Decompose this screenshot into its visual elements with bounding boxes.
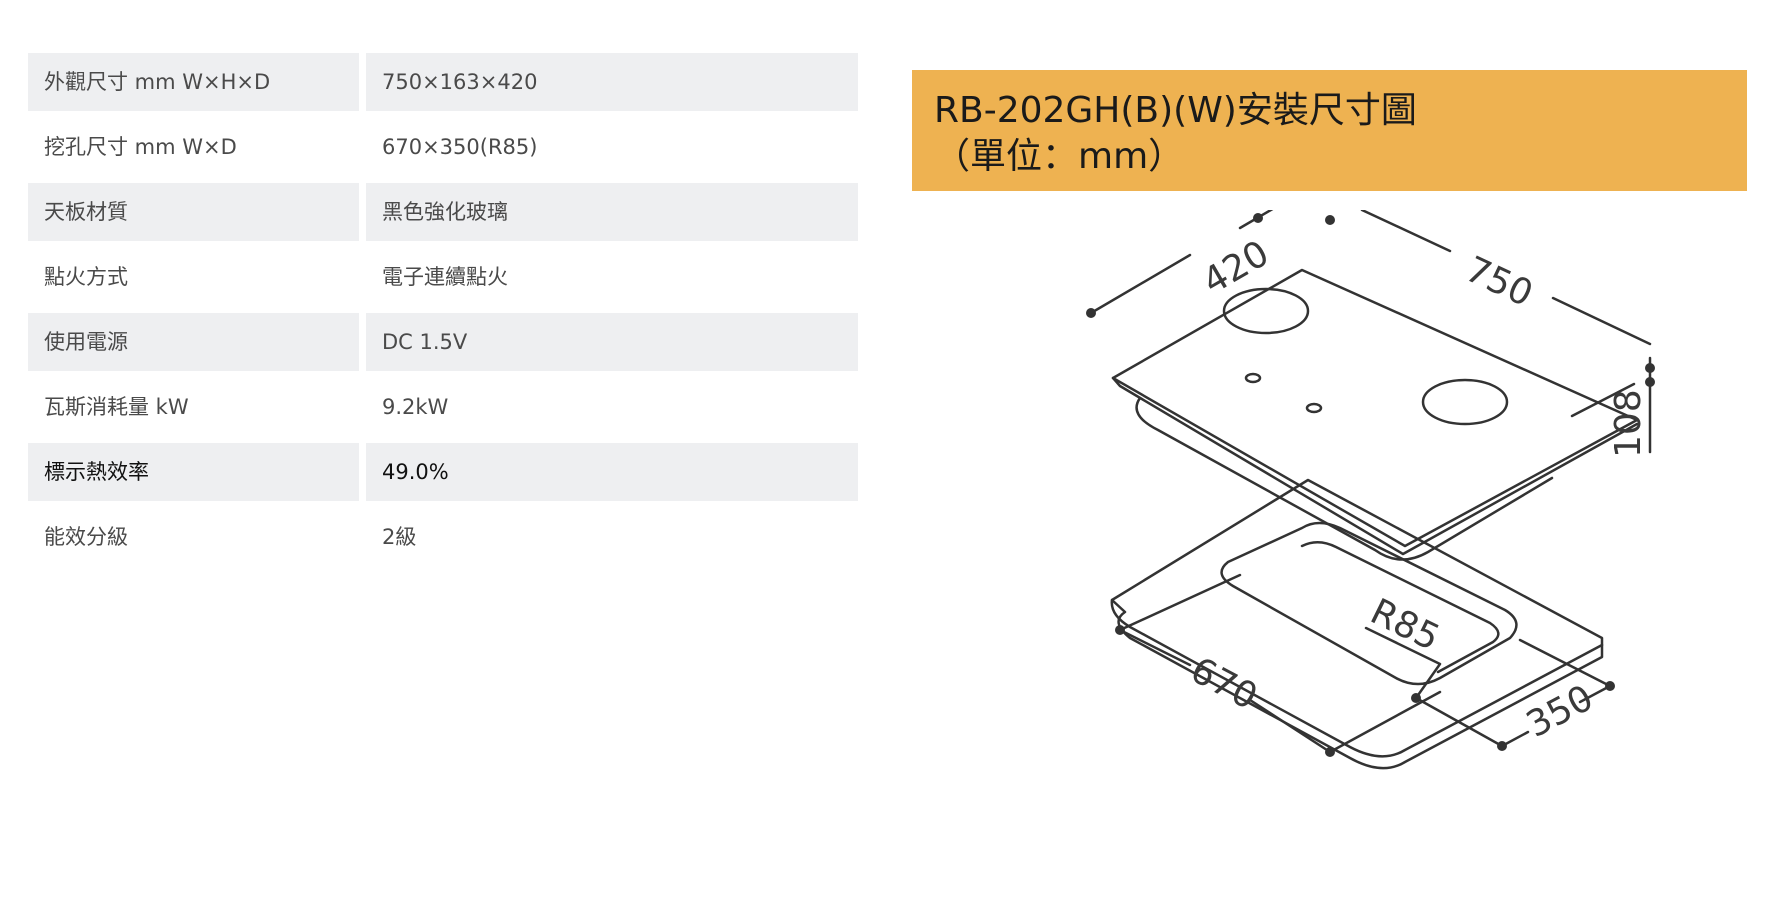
dim-line-cut-depth [1518,638,1612,688]
spec-label: 能效分級 [44,525,128,549]
cooktop-top-surface [1111,268,1639,548]
dim-line-width [1551,296,1652,346]
spec-row: 點火方式 電子連續點火 [28,248,858,306]
countertop-board [1110,478,1604,770]
dim-label-cut-width: 670 [1184,650,1264,718]
cooktop-front-edge [1111,376,1639,556]
spec-row: 使用電源 DC 1.5V [28,313,858,371]
knob-icon [1244,372,1262,384]
knob-icon [1305,402,1323,414]
dim-line-cut-depth [1578,684,1612,704]
spec-value: 49.0% [366,443,858,501]
spec-label: 瓦斯消耗量 kW [44,395,189,419]
dim-endpoints [1086,213,1655,757]
dim-line-cut-width [1248,698,1332,754]
spec-value: 2級 [382,525,417,549]
burner-right-icon [1421,378,1509,426]
spec-row: 能效分級 2級 [28,508,858,566]
dim-line-height [1570,382,1636,418]
cutout-opening [1220,521,1518,686]
dim-label-radius: R85 [1364,591,1446,659]
dim-label-cut-depth: 350 [1520,677,1600,745]
spec-label: 標示熱效率 [28,443,359,501]
cutout-opening-inner [1300,541,1500,674]
spec-value: DC 1.5V [366,313,858,371]
dim-line-cut-width [1118,573,1242,632]
spec-table: 外觀尺寸 mm W×H×D 750×163×420 挖孔尺寸 mm W×D 67… [28,53,858,573]
spec-label: 挖孔尺寸 mm W×D [44,135,237,159]
spec-label: 外觀尺寸 mm W×H×D [28,53,359,111]
dim-line-depth [1089,253,1192,315]
dim-line-cut-width [1118,628,1192,667]
spec-label: 天板材質 [28,183,359,241]
spec-value: 電子連續點火 [382,265,508,289]
spec-value: 黑色強化玻璃 [366,183,858,241]
installation-dimension-drawing: 420 750 108 670 350 R85 [1086,210,1655,770]
dim-line-width [1360,210,1452,253]
spec-row: 外觀尺寸 mm W×H×D 750×163×420 [28,53,858,111]
spec-label: 點火方式 [44,265,128,289]
spec-row: 挖孔尺寸 mm W×D 670×350(R85) [28,118,858,176]
drawing-title: RB-202GH(B)(W)安裝尺寸圖 （單位：mm） [912,70,1747,191]
dim-line-depth [1238,210,1274,230]
radius-leader [1364,626,1442,700]
spec-label: 使用電源 [28,313,359,371]
spec-value: 9.2kW [382,395,449,419]
dim-label-width: 750 [1459,249,1539,315]
spec-row: 天板材質 黑色強化玻璃 [28,183,858,241]
dim-label-height: 108 [1608,389,1649,458]
dim-line-cut-depth [1414,696,1504,748]
drawing-title-model: RB-202GH(B)(W)安裝尺寸圖 [934,90,1417,131]
burner-left-icon [1222,287,1310,335]
spec-row: 瓦斯消耗量 kW 9.2kW [28,378,858,436]
countertop-board-edge [1110,598,1604,758]
spec-value: 750×163×420 [366,53,858,111]
spec-row: 標示熱效率 49.0% [28,443,858,501]
drawing-title-unit: （單位：mm） [934,136,1185,177]
spec-value: 670×350(R85) [382,135,538,159]
cooktop-body [1135,396,1554,561]
